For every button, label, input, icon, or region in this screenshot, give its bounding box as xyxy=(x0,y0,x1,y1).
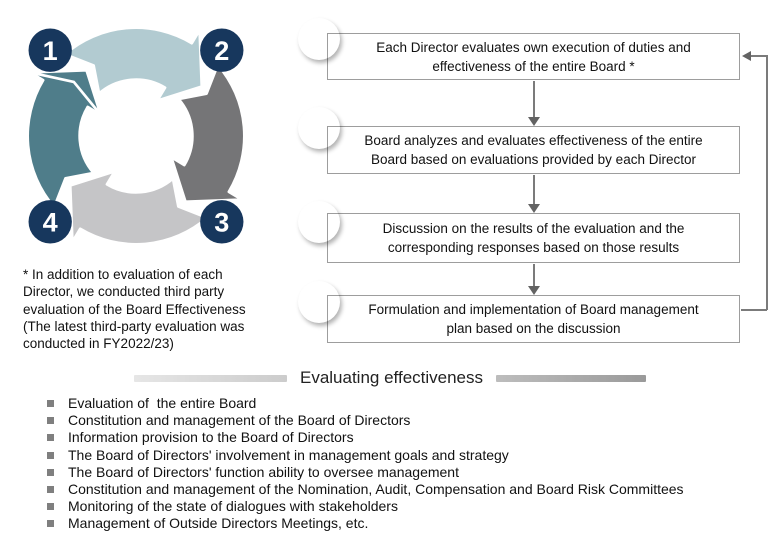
cycle-arrow-segment-4-head xyxy=(28,68,103,117)
flow-connector-line-1 xyxy=(533,81,535,118)
bullet-square-icon xyxy=(47,434,54,442)
flow-arrow-down-icon-1 xyxy=(528,117,540,126)
list-item: Information provision to the Board of Di… xyxy=(47,429,684,446)
cycle-arrow-segment-1 xyxy=(63,26,204,103)
flow-arrow-down-icon-3 xyxy=(528,286,540,295)
feedback-line-right xyxy=(766,55,768,310)
list-item-text: The Board of Directors' function ability… xyxy=(68,463,459,480)
list-item: Constitution and management of the Board… xyxy=(47,412,684,429)
flow-connector-line-2 xyxy=(533,175,535,204)
bullet-square-icon xyxy=(47,451,54,459)
step-number-badge-2: 2 xyxy=(298,107,340,149)
cycle-arrow-segment-2 xyxy=(169,63,246,204)
list-item-text: The Board of Directors' involvement in m… xyxy=(68,446,509,463)
bullet-square-icon xyxy=(47,468,54,476)
step-text-1: Each Director evaluates own execution of… xyxy=(376,39,691,74)
header-bar-left xyxy=(133,374,287,382)
section-header: Evaluating effectiveness xyxy=(0,366,780,390)
list-item-text: Constitution and management of the Board… xyxy=(68,412,411,429)
bullet-square-icon xyxy=(47,417,54,425)
list-item: The Board of Directors' involvement in m… xyxy=(47,447,684,464)
step-box-4: Formulation and implementation of Board … xyxy=(327,295,740,343)
cycle-step-badge-4 xyxy=(28,200,72,244)
step-text-2: Board analyzes and evaluates effectivene… xyxy=(364,133,703,167)
bullet-square-icon xyxy=(47,520,54,528)
list-item-text: Monitoring of the state of dialogues wit… xyxy=(68,498,398,515)
step-number-badge-3: 3 xyxy=(298,201,340,243)
bullet-square-icon xyxy=(47,485,54,493)
cycle-step-badge-1 xyxy=(28,28,72,72)
bullet-square-icon xyxy=(47,503,54,511)
step-box-3: Discussion on the results of the evaluat… xyxy=(327,213,740,263)
list-item: Monitoring of the state of dialogues wit… xyxy=(47,498,684,515)
list-item-text: Information provision to the Board of Di… xyxy=(68,429,354,446)
cycle-step-number-3: 3 xyxy=(214,207,229,238)
list-item-text: Constitution and management of the Nomin… xyxy=(68,480,684,497)
section-title: Evaluating effectiveness xyxy=(299,368,484,387)
cycle-step-badges: 1 2 3 4 xyxy=(28,28,244,244)
step-text-4: Formulation and implementation of Board … xyxy=(368,302,699,336)
step-box-1: Each Director evaluates own execution of… xyxy=(327,33,740,80)
flow-arrow-down-icon-2 xyxy=(528,204,540,213)
cycle-step-badge-3 xyxy=(200,200,244,244)
list-item-text: Management of Outside Directors Meetings… xyxy=(68,515,369,532)
feedback-arrow-left-icon xyxy=(742,51,751,61)
list-item-text: Evaluation of the entire Board xyxy=(68,395,257,411)
cycle-step-number-2: 2 xyxy=(214,35,229,66)
step-number-badge-1: 1 xyxy=(298,18,340,60)
step-number-badge-4: 4 xyxy=(298,281,340,323)
step-text-3: Discussion on the results of the evaluat… xyxy=(382,221,685,255)
list-item: Evaluation of the entire Board xyxy=(47,395,684,412)
cycle-arrow-segment-3 xyxy=(68,169,209,246)
list-item: Management of Outside Directors Meetings… xyxy=(47,515,684,532)
flow-connector-line-3 xyxy=(533,264,535,286)
cycle-step-badge-2 xyxy=(200,28,244,72)
cycle-step-number-4: 4 xyxy=(43,207,58,238)
bullet-square-icon xyxy=(47,400,54,407)
evaluation-items-list: Evaluation of the entire Board Constitut… xyxy=(47,395,684,533)
step-box-2: Board analyzes and evaluates effectivene… xyxy=(327,126,740,174)
feedback-line-top xyxy=(751,55,767,57)
feedback-line-bottom xyxy=(741,309,767,311)
list-item: Constitution and management of the Nomin… xyxy=(47,481,684,498)
list-item: The Board of Directors' function ability… xyxy=(47,464,684,481)
evaluation-cycle-diagram: 1 2 3 4 xyxy=(26,26,246,246)
footnote-text: * In addition to evaluation of each Dire… xyxy=(23,267,246,352)
cycle-step-number-1: 1 xyxy=(43,35,58,66)
header-bar-right xyxy=(496,374,647,382)
